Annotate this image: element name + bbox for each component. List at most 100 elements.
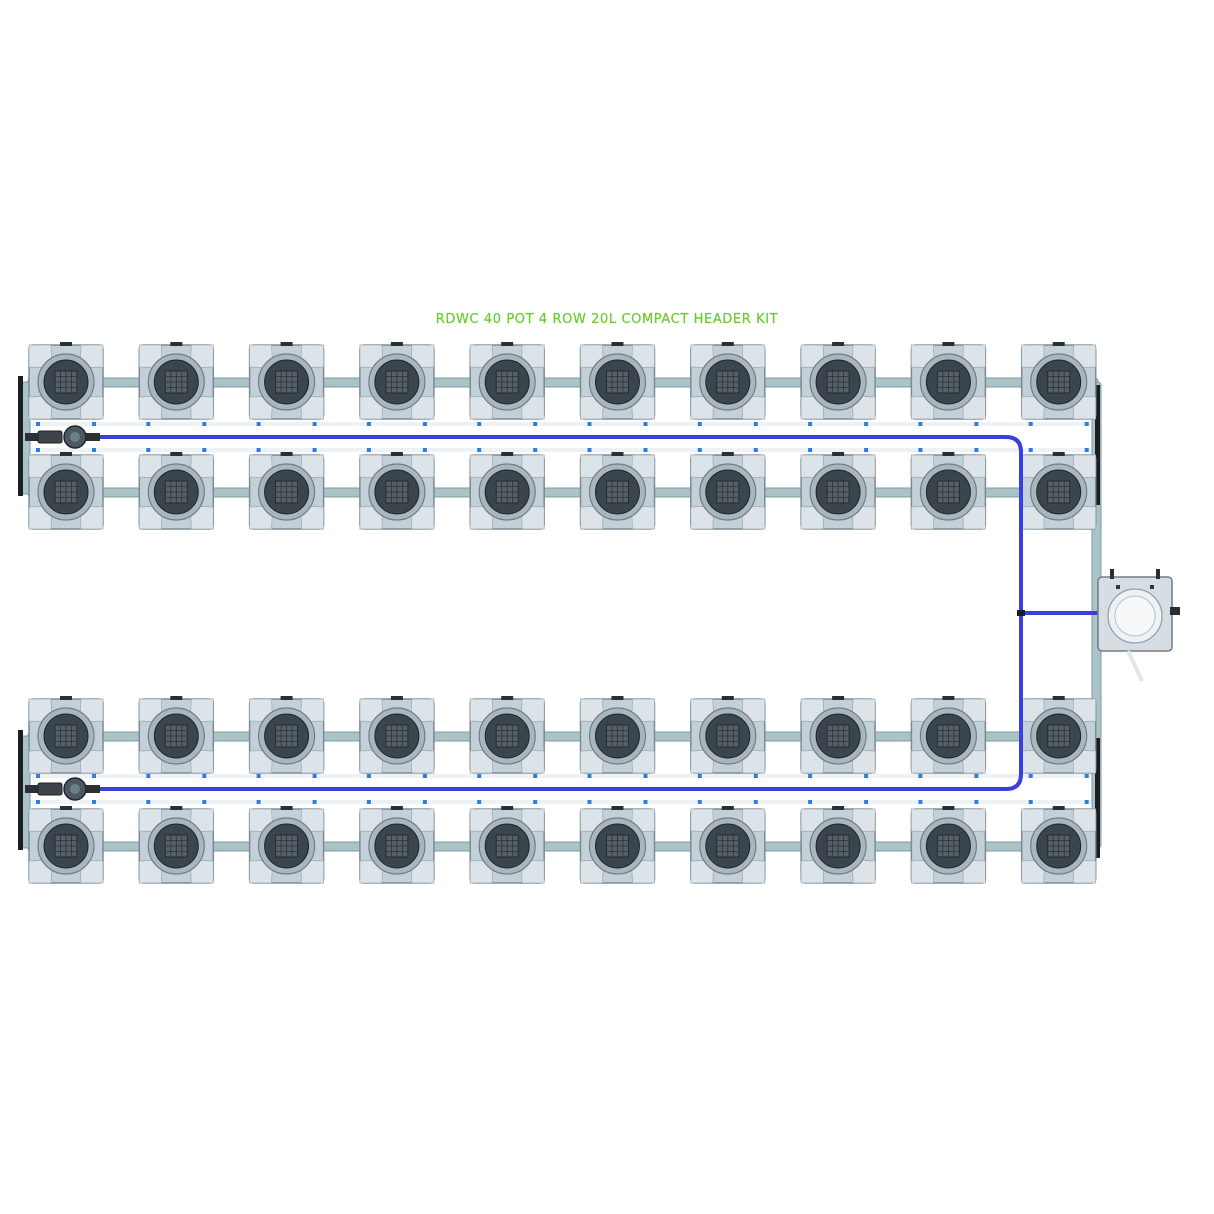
fitting	[753, 422, 758, 426]
fitting	[422, 422, 427, 426]
fitting	[1084, 800, 1089, 804]
fitting	[808, 774, 813, 778]
rdwc-pot-icon	[910, 806, 987, 884]
rdwc-pot-icon	[138, 342, 215, 420]
bucket-fitting	[1150, 585, 1154, 589]
pot-tab	[832, 452, 845, 456]
rdwc-pot-icon	[690, 342, 766, 420]
rdwc-pot-icon	[800, 342, 876, 420]
pot-tab	[501, 696, 514, 700]
fitting	[312, 800, 317, 804]
pot-tab	[611, 806, 624, 810]
bucket-outlet	[1170, 607, 1180, 615]
fitting	[643, 422, 648, 426]
fitting	[697, 422, 702, 426]
rdwc-pot-icon	[138, 696, 215, 774]
bucket-drain-hose	[1126, 650, 1144, 682]
fitting	[697, 448, 702, 452]
fitting	[477, 774, 482, 778]
fitting	[256, 774, 261, 778]
rdwc-pot-icon	[359, 806, 435, 884]
right-manifold-cap	[1095, 385, 1100, 505]
pot-tab	[170, 696, 183, 700]
rdwc-pot-icon	[579, 696, 656, 774]
rdwc-pot-icon	[138, 806, 215, 884]
fitting	[1084, 448, 1089, 452]
pot-tab	[721, 452, 734, 456]
fitting	[202, 774, 207, 778]
pot-tab	[60, 806, 72, 810]
rdwc-pot-icon	[359, 342, 435, 420]
fitting	[974, 422, 979, 426]
rdwc-pot-icon	[1020, 452, 1097, 530]
rdwc-pot-icon	[1020, 696, 1097, 774]
fitting	[974, 448, 979, 452]
pot-tab	[1052, 452, 1065, 456]
fitting	[422, 800, 427, 804]
rdwc-pot-icon	[28, 342, 104, 420]
control-bucket	[1097, 569, 1180, 682]
pot-tab	[721, 342, 734, 346]
inlet-nut-core	[70, 784, 80, 794]
rdwc-pot-icon	[248, 342, 325, 420]
fitting	[1084, 774, 1089, 778]
rdwc-pot-icon	[690, 696, 766, 774]
rdwc-pot-icon	[800, 696, 876, 774]
pot-tab	[942, 696, 955, 700]
pot-tab	[280, 452, 293, 456]
fitting	[36, 448, 40, 452]
fitting	[256, 448, 261, 452]
rdwc-pot-icon	[248, 806, 325, 884]
inlet-barb	[86, 785, 100, 793]
fitting	[477, 448, 482, 452]
fitting	[36, 422, 40, 426]
pot-tab	[280, 342, 293, 346]
fitting	[533, 800, 538, 804]
fitting	[202, 800, 207, 804]
pump-inlet-icon	[25, 777, 100, 801]
fitting	[366, 448, 371, 452]
pot-tab	[832, 806, 845, 810]
fitting	[587, 774, 592, 778]
bucket-handle-post	[1110, 569, 1114, 579]
fitting	[92, 422, 96, 426]
fitting	[918, 774, 923, 778]
fitting	[587, 448, 592, 452]
pot-tab	[390, 806, 403, 810]
inlet-stub	[25, 785, 39, 793]
supply-lines	[25, 425, 1100, 801]
kit-title: RDWC 40 POT 4 ROW 20L COMPACT HEADER KIT	[435, 312, 779, 327]
rdwc-pot-icon	[579, 452, 656, 530]
fitting	[753, 448, 758, 452]
fitting	[36, 800, 40, 804]
pot-tab	[1052, 342, 1065, 346]
fitting	[146, 774, 151, 778]
rdwc-pot-icon	[469, 696, 545, 774]
rdwc-pot-icon	[248, 452, 325, 530]
rdwc-pot-icon	[910, 342, 987, 420]
pot-tab	[721, 806, 734, 810]
inlet-body	[37, 430, 63, 444]
rdwc-pot-icon	[28, 806, 104, 884]
fitting	[366, 774, 371, 778]
fitting	[864, 422, 869, 426]
pot-tab	[501, 342, 514, 346]
rdwc-pot-icon	[800, 806, 876, 884]
fitting	[92, 774, 96, 778]
fitting	[864, 774, 869, 778]
rdwc-pot-icon	[690, 452, 766, 530]
pot-tab	[942, 342, 955, 346]
fitting	[643, 448, 648, 452]
fitting	[864, 800, 869, 804]
pot-tab	[170, 342, 183, 346]
rdwc-pot-icon	[469, 806, 545, 884]
fitting	[92, 448, 96, 452]
pot-tab	[1052, 696, 1065, 700]
bucket-fitting	[1116, 585, 1120, 589]
rdwc-pot-icon	[469, 342, 545, 420]
pot-tab	[611, 452, 624, 456]
fitting	[146, 800, 151, 804]
fitting	[366, 800, 371, 804]
fitting	[202, 422, 207, 426]
fitting	[477, 422, 482, 426]
